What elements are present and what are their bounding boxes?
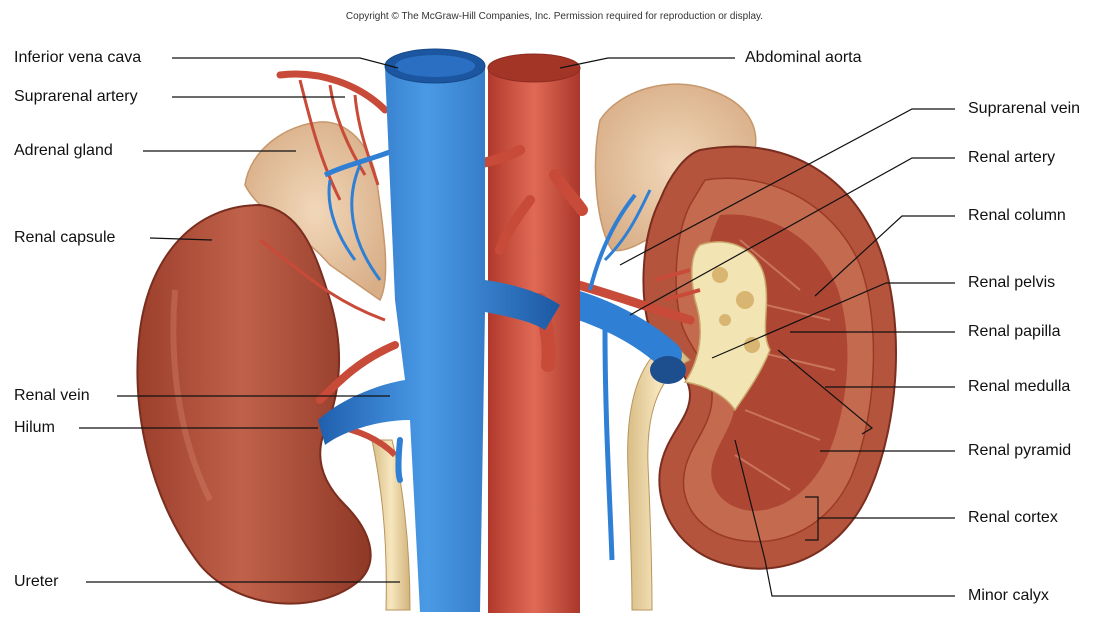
label-renal-column: Renal column <box>968 207 1066 225</box>
label-minor-calyx: Minor calyx <box>968 587 1049 605</box>
label-renal-capsule: Renal capsule <box>14 229 115 247</box>
label-suprarenal-artery: Suprarenal artery <box>14 88 138 106</box>
label-suprarenal-vein: Suprarenal vein <box>968 100 1080 118</box>
leader-abdominal-aorta <box>560 58 735 68</box>
label-renal-pyramid: Renal pyramid <box>968 442 1071 460</box>
label-ureter: Ureter <box>14 573 58 591</box>
label-renal-artery: Renal artery <box>968 149 1055 167</box>
label-renal-cortex: Renal cortex <box>968 509 1058 527</box>
label-hilum: Hilum <box>14 419 55 437</box>
label-inferior-vena-cava: Inferior vena cava <box>14 49 141 67</box>
label-renal-medulla: Renal medulla <box>968 378 1070 396</box>
leader-inferior-vena-cava <box>172 58 398 68</box>
label-adrenal-gland: Adrenal gland <box>14 142 113 160</box>
label-renal-pelvis: Renal pelvis <box>968 274 1055 292</box>
left-ureter <box>372 440 410 610</box>
label-renal-vein: Renal vein <box>14 387 90 405</box>
label-abdominal-aorta: Abdominal aorta <box>745 49 862 67</box>
label-renal-papilla: Renal papilla <box>968 323 1061 341</box>
